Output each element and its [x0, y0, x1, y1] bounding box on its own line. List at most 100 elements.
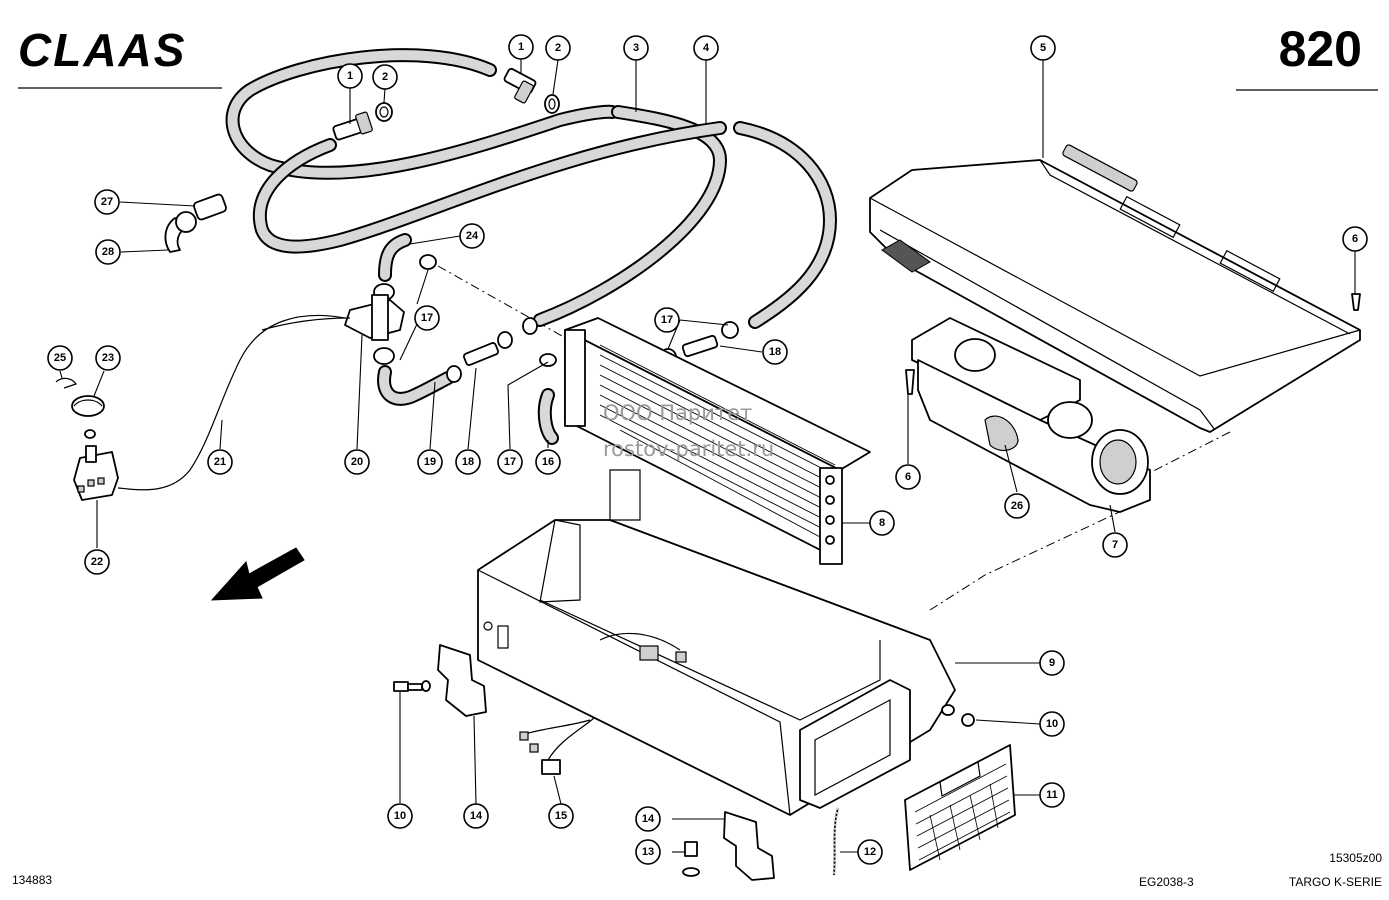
callout-14: 14	[463, 803, 489, 829]
mounting-brackets	[393, 644, 975, 881]
svg-text:9: 9	[1049, 657, 1055, 669]
control-cable	[117, 314, 346, 491]
svg-text:24: 24	[466, 230, 479, 242]
svg-text:5: 5	[1040, 42, 1046, 54]
heater-housing	[477, 469, 956, 816]
svg-text:17: 17	[421, 312, 433, 324]
callout-3: 3	[623, 35, 649, 61]
direction-arrow	[210, 547, 305, 601]
svg-text:14: 14	[642, 813, 655, 825]
callout-10: 10	[1039, 711, 1065, 737]
callout-21: 21	[207, 449, 233, 475]
knob-and-clip	[55, 377, 105, 417]
heater-hoses	[225, 48, 838, 445]
callout-28: 28	[95, 239, 121, 265]
water-valve	[261, 254, 437, 365]
svg-text:18: 18	[769, 346, 781, 358]
svg-text:11: 11	[1046, 789, 1058, 801]
wire-connector	[519, 717, 595, 775]
hose-clamps	[446, 317, 739, 383]
fitting-pair-lower	[332, 102, 393, 141]
svg-text:17: 17	[504, 456, 516, 468]
svg-text:2: 2	[382, 71, 388, 83]
leader-lines	[59, 59, 1356, 853]
watermark-line1: ООО Паритет	[603, 401, 752, 425]
svg-text:26: 26	[1011, 500, 1023, 512]
svg-text:18: 18	[462, 456, 474, 468]
svg-text:4: 4	[703, 42, 710, 54]
svg-text:2: 2	[555, 42, 561, 54]
callout-17: 17	[654, 307, 680, 333]
callout-14: 14	[635, 806, 661, 832]
svg-text:21: 21	[214, 456, 226, 468]
callout-8: 8	[869, 510, 895, 536]
svg-text:28: 28	[102, 246, 114, 258]
svg-text:7: 7	[1112, 539, 1118, 551]
brand-logo-text: CLAAS	[18, 24, 186, 76]
callout-15: 15	[548, 803, 574, 829]
drain-hose	[832, 807, 840, 876]
svg-text:10: 10	[1046, 718, 1058, 730]
blower-unit	[911, 317, 1151, 513]
callout-19: 19	[417, 449, 443, 475]
assembly-code: EG2038-3	[1139, 875, 1194, 889]
drawing-number: 134883	[12, 873, 52, 887]
svg-text:22: 22	[91, 556, 103, 568]
svg-text:12: 12	[864, 846, 876, 858]
reference-code: 15305z00	[1329, 851, 1382, 865]
callout-2: 2	[545, 35, 571, 61]
svg-text:13: 13	[642, 846, 654, 858]
top-cover	[869, 144, 1361, 433]
watermark-line2: rostov-paritet.ru	[603, 437, 774, 461]
brand-logo: CLAAS	[18, 24, 222, 89]
svg-text:16: 16	[542, 456, 554, 468]
svg-text:17: 17	[661, 314, 673, 326]
elbow-fitting	[164, 193, 227, 253]
callout-26: 26	[1004, 493, 1030, 519]
callouts: 1 2 1 2 3 4 5 6 6 7 8 9 10 10 11 12 13 1…	[47, 34, 1368, 865]
cable-bracket	[73, 429, 119, 501]
page-number: 820	[1279, 21, 1362, 77]
callout-1: 1	[337, 63, 363, 89]
svg-text:25: 25	[54, 352, 66, 364]
footer: 134883 EG2038-3 15305z00 TARGO K-SERIE	[12, 851, 1382, 889]
callout-18: 18	[455, 449, 481, 475]
callout-24: 24	[459, 223, 485, 249]
svg-text:19: 19	[424, 456, 436, 468]
svg-text:27: 27	[101, 196, 113, 208]
heat-exchanger	[564, 317, 871, 565]
callout-1: 1	[508, 34, 534, 60]
callout-20: 20	[344, 449, 370, 475]
svg-text:10: 10	[394, 810, 406, 822]
callout-25: 25	[47, 345, 73, 371]
callout-5: 5	[1030, 35, 1056, 61]
callout-18: 18	[762, 339, 788, 365]
callout-27: 27	[94, 189, 120, 215]
callout-6: 6	[1342, 226, 1368, 252]
callout-7: 7	[1102, 532, 1128, 558]
svg-text:1: 1	[518, 41, 524, 53]
callout-12: 12	[857, 839, 883, 865]
page-number-block: 820	[1236, 21, 1378, 91]
svg-text:3: 3	[633, 42, 639, 54]
svg-text:14: 14	[470, 810, 483, 822]
callout-17: 17	[414, 305, 440, 331]
air-filter	[904, 744, 1016, 871]
svg-text:20: 20	[351, 456, 363, 468]
svg-text:23: 23	[102, 352, 114, 364]
svg-text:8: 8	[879, 517, 885, 529]
svg-text:6: 6	[1352, 233, 1358, 245]
callout-13: 13	[635, 839, 661, 865]
callout-17: 17	[497, 449, 523, 475]
model-name: TARGO K-SERIE	[1289, 875, 1382, 889]
callout-10: 10	[387, 803, 413, 829]
svg-text:15: 15	[555, 810, 567, 822]
callout-16: 16	[535, 449, 561, 475]
callout-9: 9	[1039, 650, 1065, 676]
watermark: ООО Паритет rostov-paritet.ru	[603, 401, 774, 461]
svg-text:6: 6	[905, 471, 911, 483]
screws	[905, 293, 1361, 395]
callout-6: 6	[895, 464, 921, 490]
fitting-pair-upper	[503, 67, 560, 114]
